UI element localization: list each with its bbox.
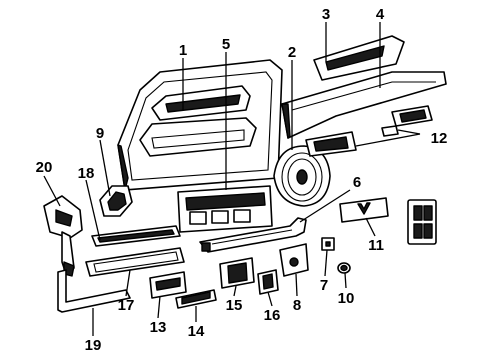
upper-door-trim — [281, 35, 447, 139]
mirror-bracket — [43, 195, 83, 277]
callout-5: 5 — [222, 36, 230, 53]
callout-9: 9 — [96, 125, 104, 142]
callout-13: 13 — [150, 319, 167, 336]
speaker-grille — [273, 145, 331, 207]
callout-1: 1 — [179, 42, 187, 59]
trim-strips — [85, 225, 185, 277]
small-bezels — [149, 257, 279, 309]
callout-14: 14 — [188, 323, 205, 340]
callout-20: 20 — [36, 159, 53, 176]
door-molding — [57, 269, 131, 313]
callout-15: 15 — [226, 297, 243, 314]
callout-16: 16 — [264, 307, 281, 324]
callout-10: 10 — [338, 290, 355, 307]
switch-bezel-panel — [177, 185, 273, 233]
callout-4: 4 — [376, 6, 385, 23]
switch-plates — [305, 105, 433, 157]
callout-18: 18 — [78, 165, 95, 182]
callout-17: 17 — [118, 297, 135, 314]
pull-handle — [199, 217, 307, 253]
callout-2: 2 — [288, 44, 296, 61]
callout-6: 6 — [353, 174, 361, 191]
callout-12: 12 — [431, 130, 448, 147]
small-clips — [321, 237, 351, 274]
callout-11: 11 — [368, 237, 384, 254]
callout-19: 19 — [85, 337, 102, 354]
window-switch — [407, 199, 437, 245]
callout-8: 8 — [293, 297, 301, 314]
trim-plate — [339, 197, 389, 223]
lock-escutcheon — [279, 243, 309, 277]
leader-lines — [43, 22, 421, 336]
door-trim-panel — [117, 59, 283, 191]
lock-bezel — [99, 185, 133, 217]
callout-labels: 1 2 3 4 5 6 7 8 9 10 11 12 13 14 15 16 1… — [36, 6, 448, 354]
callout-3: 3 — [322, 6, 330, 23]
callout-7: 7 — [320, 277, 328, 294]
